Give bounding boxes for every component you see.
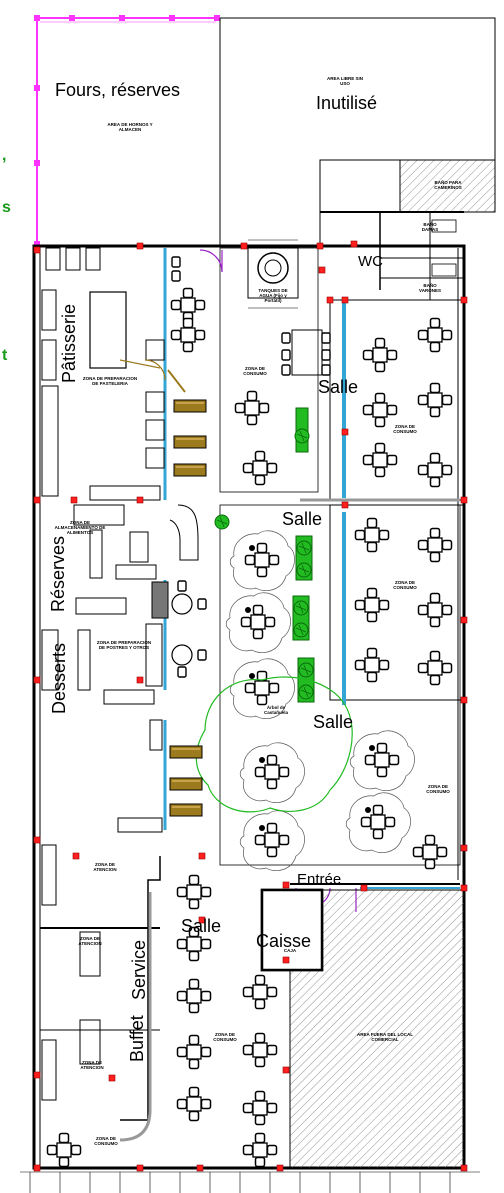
label-salle-1: Salle [318, 377, 359, 397]
label-desserts: Desserts [49, 642, 69, 714]
left-fragment-2: s [2, 199, 11, 216]
label-service: Service [129, 939, 149, 1000]
text-zona-postres: ZONA DE PREPARACION DE POSTRES Y OTROS [96, 640, 152, 651]
cashier-entrance [260, 883, 465, 1169]
label-salle-4: Salle [181, 916, 222, 936]
text-tanques: TANQUES DE AGUA (Fijo y Portátil) [258, 288, 288, 304]
label-entree: Entrée [297, 871, 342, 888]
ovens-zone-outline [34, 15, 320, 247]
text-zona-atencion-2: ZONA DE ATENCION [78, 936, 102, 947]
text-arbol: Árbol de Castañuela [263, 705, 288, 716]
text-zona-almacenamiento: ZONA DE ALMACENAMIENTO DE ALIMENTOS [54, 520, 106, 536]
kitchen-area [41, 247, 223, 833]
unused-area-outline [219, 17, 496, 248]
label-buffet: Buffet [127, 1015, 147, 1062]
label-caisse: Caisse [256, 931, 312, 951]
text-bano-damas: BAÑO DAMAS [421, 222, 439, 233]
label-reserves: Réserves [48, 535, 68, 612]
dining-right [300, 299, 465, 705]
text-zona-consumo-6: ZONA DE CONSUMO [94, 1136, 118, 1147]
text-bano-camerinos: BAÑO PARA CAMERINOS [434, 180, 462, 191]
text-zona-pasteleria: ZONA DE PREPARACION DE PASTELERIA [82, 376, 138, 387]
label-salle-3: Salle [313, 712, 354, 732]
label-fours-reserves: Fours, réserves [55, 80, 181, 100]
text-area-libre: AREA LIBRE SIN USO [326, 76, 364, 87]
label-patisserie: Pâtisserie [59, 303, 79, 383]
text-zona-consumo-5: ZONA DE CONSUMO [213, 1032, 237, 1043]
text-caja: CAJA [283, 948, 297, 953]
text-zona-consumo-1: ZONA DE CONSUMO [243, 366, 267, 377]
text-area-hornos: AREA DE HORNOS Y ALMACEN [107, 122, 153, 133]
text-zona-consumo-4: ZONA DE CONSUMO [426, 784, 450, 795]
label-salle-2: Salle [282, 509, 323, 529]
text-bano-varones: BAÑO VARONES [419, 283, 441, 294]
text-area-fuera: AREA FUERA DEL LOCAL COMERCIAL [356, 1032, 414, 1043]
label-inutilise: Inutilisé [316, 93, 378, 113]
text-zona-atencion-1: ZONA DE ATENCION [93, 862, 117, 873]
outer-walls [32, 211, 466, 1170]
central-area [195, 239, 461, 871]
label-wc: WC [358, 253, 383, 270]
left-fragment-1: , [2, 147, 7, 164]
text-zona-atencion-3: ZONA DE ATENCION [80, 1060, 104, 1071]
text-zona-consumo-2: ZONA DE CONSUMO [393, 424, 417, 435]
bottom-grid-ticks [20, 1171, 480, 1193]
service-area [40, 844, 277, 1167]
text-zona-consumo-3: ZONA DE CONSUMO [393, 580, 417, 591]
left-fragment-3: t [2, 347, 8, 364]
